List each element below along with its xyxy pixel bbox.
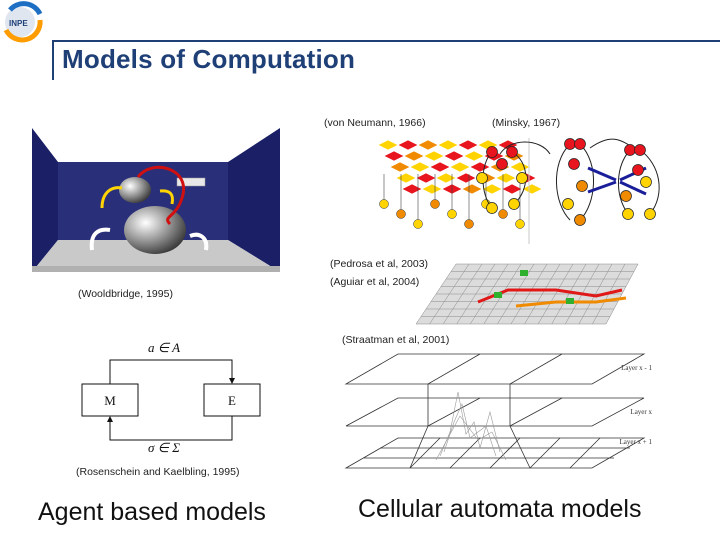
graph-node [624,144,636,156]
caption-rosenschein: (Rosenschein and Kaelbling, 1995) [76,466,240,478]
grid-node [413,219,423,229]
grid-cell [409,161,431,173]
graph-node [568,158,580,170]
action-label: a ∈ A [148,340,180,355]
graph-node [574,214,586,226]
grid-cell [421,183,443,195]
caption-aguiar: (Aguiar et al, 2004) [330,276,420,288]
graph-node [640,176,652,188]
graph-node [576,180,588,192]
grid-cell [449,161,471,173]
minsky-graph-figure [476,138,660,226]
grid-cell [435,172,457,184]
agent-environment-diagram: a ∈ A σ ∈ Σ M E [81,340,261,455]
graph-node [562,198,574,210]
grid-cell [383,150,405,162]
layer-middle-label: Layer x [630,408,652,416]
graph-node [622,208,634,220]
caption-pedrosa: (Pedrosa et al, 2003) [330,258,429,270]
grid-cell [423,150,445,162]
grid-cell [443,150,465,162]
grid-node [379,199,389,209]
grid-node [515,219,525,229]
title-bar [52,40,720,80]
graph-node [476,172,488,184]
grid-cell [417,139,439,151]
grid-cell [403,150,425,162]
grid-node [498,209,508,219]
graph-node [574,138,586,150]
small-sphere-icon [119,177,151,203]
caption-von-neumann: (von Neumann, 1966) [324,117,426,129]
grid-node [447,209,457,219]
ca-models-heading: Cellular automata models [358,495,642,523]
graph-node [486,146,498,158]
caption-straatman: (Straatman et al, 2001) [342,334,450,346]
grid-node [430,199,440,209]
graph-node [506,146,518,158]
grid-cell [397,139,419,151]
grid-node [464,219,474,229]
agent-box-label: M [104,393,116,408]
graph-node [634,144,646,156]
grid-cell [437,139,459,151]
agent-models-heading: Agent based models [38,498,266,526]
straatman-layers-figure: Layer x - 1 Layer x Layer x + 1 [344,353,652,469]
graph-node [496,158,508,170]
grid-cell [377,139,399,151]
graph-node [486,202,498,214]
grid-cell [389,161,411,173]
graph-node [620,190,632,202]
pedrosa-grid-figure [415,263,639,325]
logo-icon: INPE [3,1,43,43]
caption-minsky: (Minsky, 1967) [492,117,561,129]
grid-cell [429,161,451,173]
graph-node [564,138,576,150]
graph-node [516,172,528,184]
agent-room-figure [32,128,280,272]
graph-node [632,164,644,176]
layer-top-label: Layer x - 1 [621,364,652,372]
large-sphere-icon [124,206,186,254]
graph-node [644,208,656,220]
svg-text:INPE: INPE [9,19,28,28]
page-title: Models of Computation [62,44,356,74]
grid-cell [415,172,437,184]
graph-node [508,198,520,210]
caption-wooldbridge: (Wooldbridge, 1995) [78,288,173,300]
grid-node [396,209,406,219]
environment-box-label: E [228,393,236,408]
layer-bottom-label: Layer x + 1 [619,438,652,446]
grid-cell [401,183,423,195]
grid-cell [395,172,417,184]
perception-label: σ ∈ Σ [148,440,180,455]
von-neumann-grid-figure [377,138,543,244]
